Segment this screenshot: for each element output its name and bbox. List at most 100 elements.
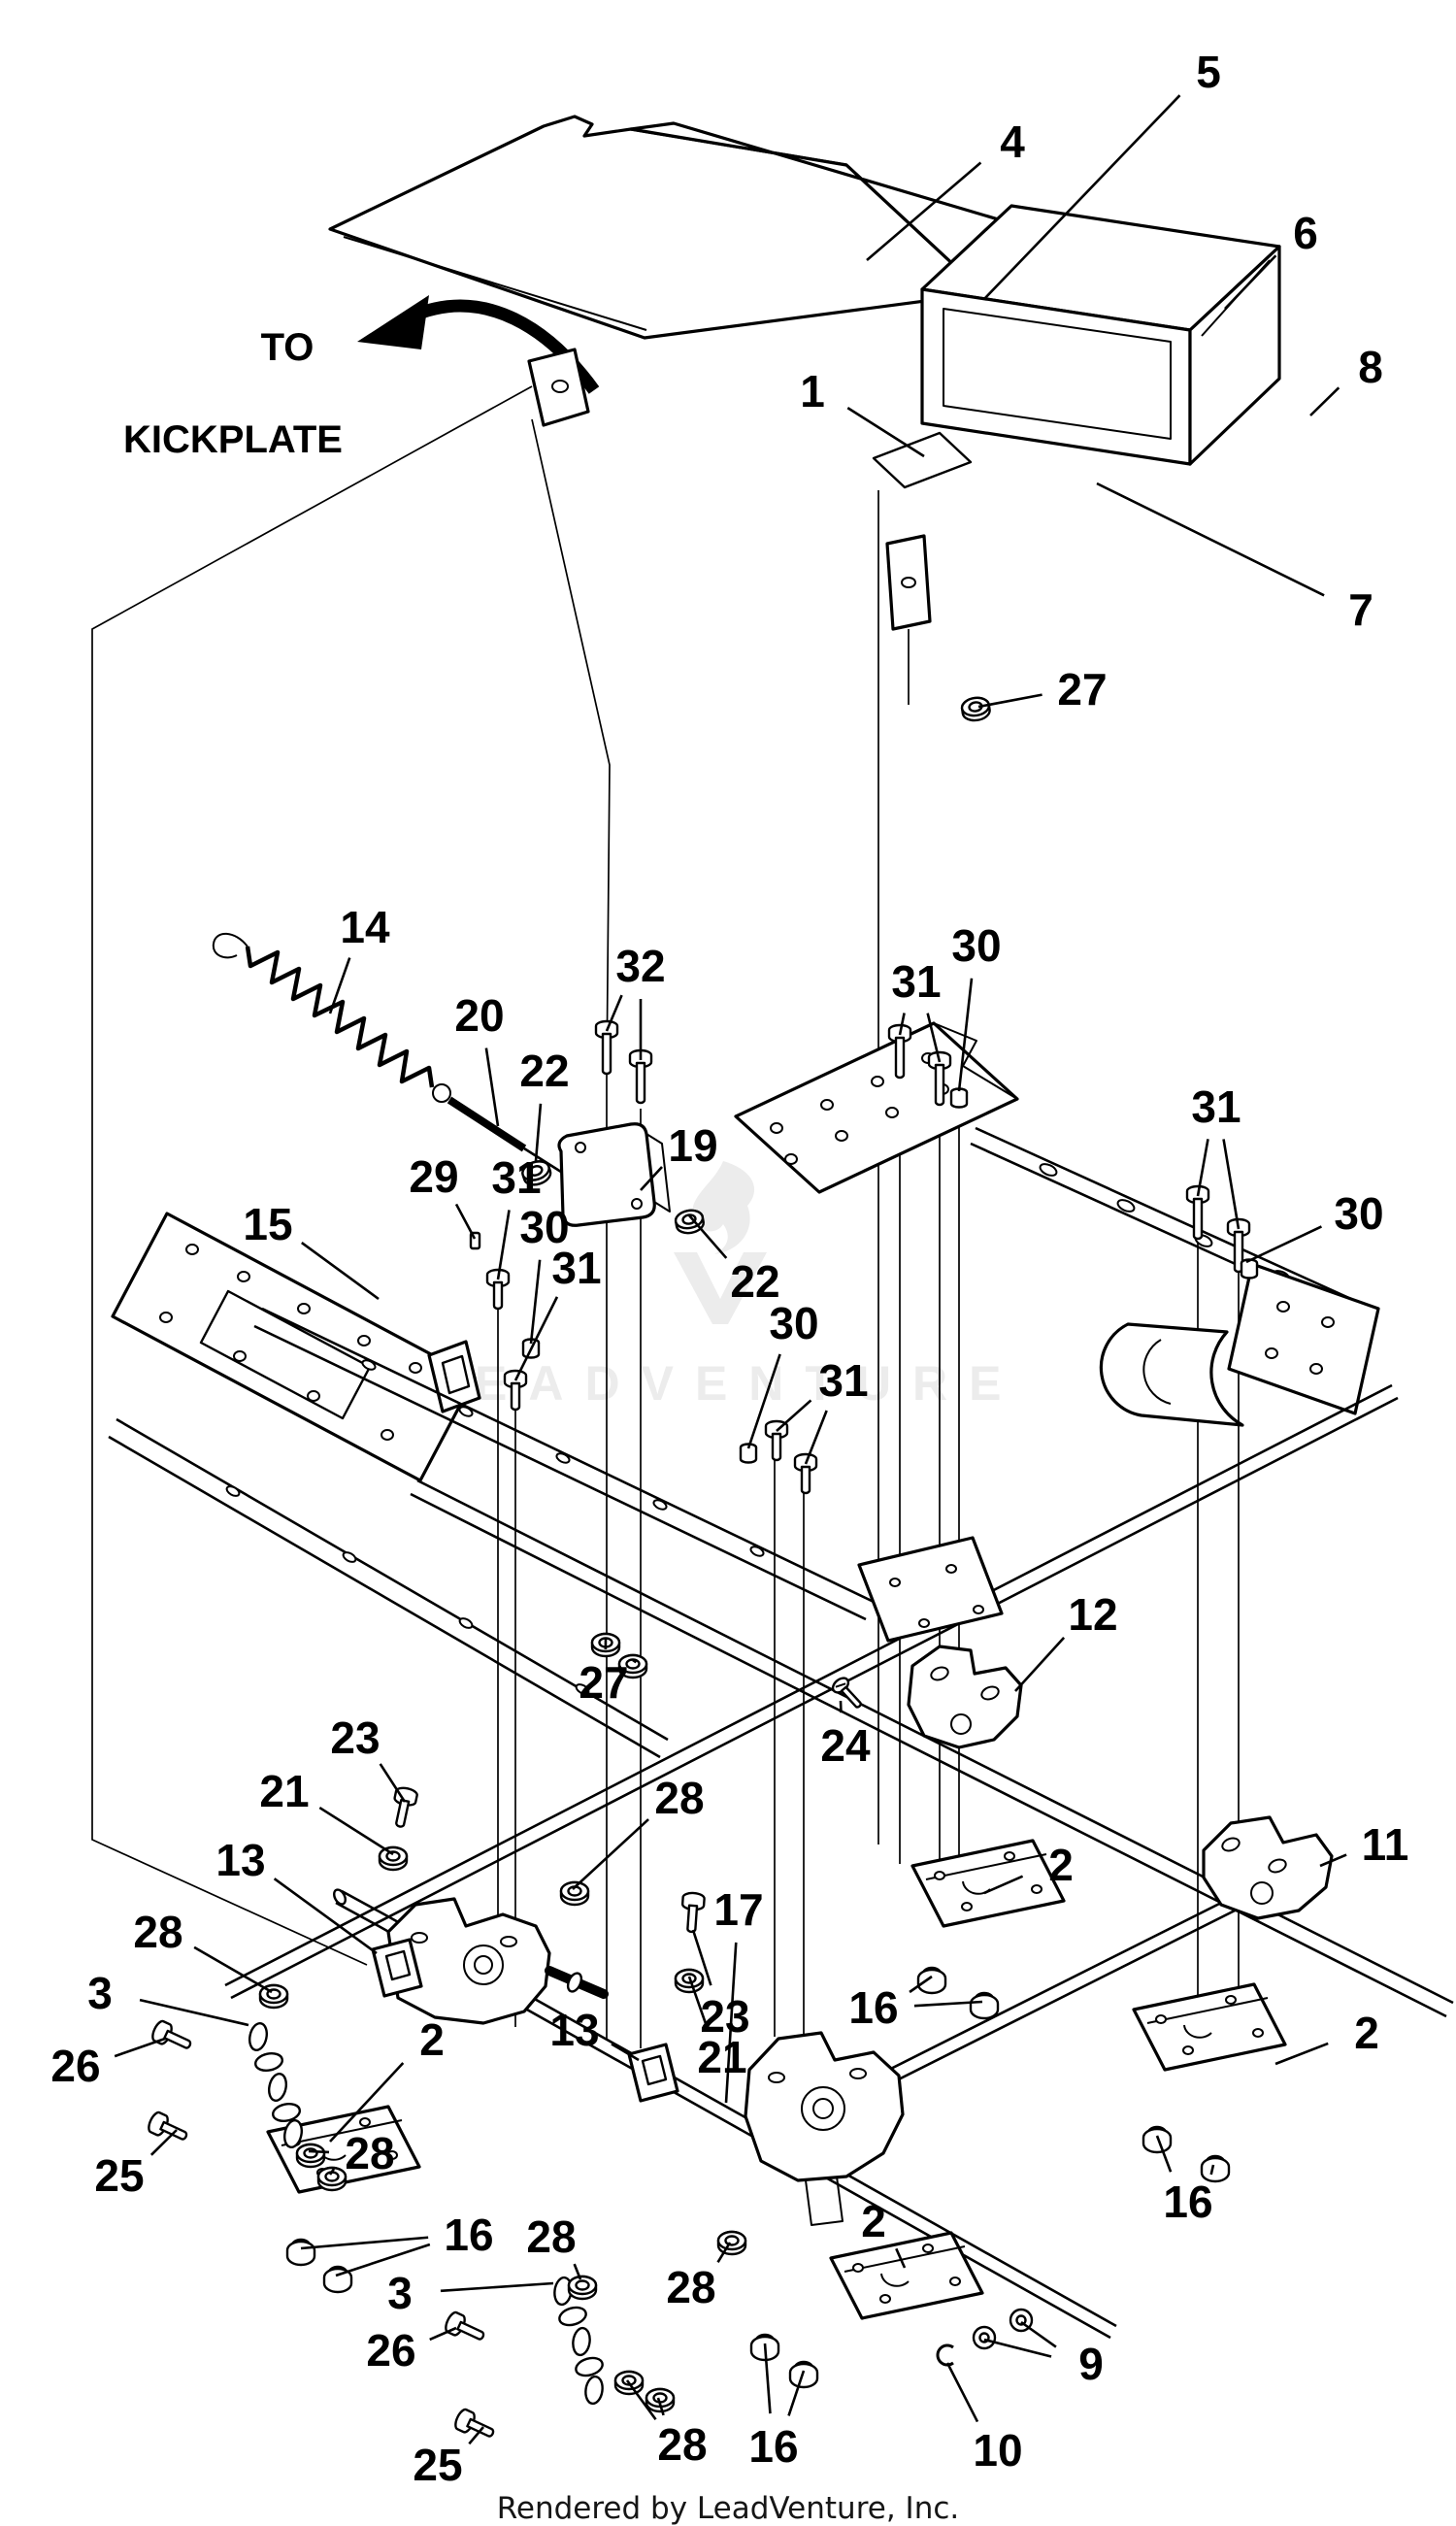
callout-28-43: 28 (345, 2128, 394, 2178)
lower-linkage-assembly (224, 1383, 1454, 2407)
part-11-bracket (1202, 1815, 1334, 1920)
callout-19-15: 19 (668, 1120, 717, 1171)
leader-line-31 (776, 1399, 812, 1432)
callout-30-22: 30 (769, 1298, 818, 1348)
callout-28-35: 28 (133, 1907, 182, 1957)
leader-line-28 (573, 2263, 582, 2280)
cross-rod-2 (224, 1383, 1399, 2000)
leader-line-2 (983, 1875, 1024, 1895)
leader-line-27 (977, 693, 1042, 709)
leader-line-22 (688, 1214, 728, 1259)
leader-line-16 (763, 2343, 772, 2414)
leader-line-2 (895, 2247, 907, 2269)
leader-line-9 (983, 2338, 1052, 2358)
callout-30-9: 30 (951, 920, 1001, 971)
callout-31-19: 31 (551, 1243, 601, 1293)
leader-line-26 (429, 2326, 457, 2342)
callout-16-55: 16 (748, 2421, 798, 2472)
leader-line-30 (1245, 1225, 1322, 1264)
part-17-rod (333, 1888, 1117, 2340)
callout-13-29: 13 (215, 1835, 265, 1885)
lift-frame-assembly (108, 932, 1380, 1759)
leader-line-6 (1224, 254, 1277, 310)
callout-7-5: 7 (1348, 584, 1373, 635)
watermark-flame-icon (692, 1161, 755, 1254)
callout-10-56: 10 (973, 2425, 1022, 2476)
callout-6-2: 6 (1293, 208, 1318, 258)
leader-line-28 (308, 2149, 330, 2154)
leader-line-26 (114, 2037, 166, 2058)
callout-2-44: 2 (1354, 2008, 1379, 2058)
part-16-capnut (969, 1991, 1000, 2020)
leader-line-3 (139, 1998, 249, 2027)
callout-21-40: 21 (697, 2032, 746, 2082)
callout-29-16: 29 (409, 1151, 458, 1202)
callout-26-37: 26 (50, 2041, 100, 2091)
leader-line-31 (513, 1296, 559, 1381)
part-21-nut (674, 1968, 705, 1994)
callout-17-33: 17 (713, 1884, 763, 1935)
callout-9-52: 9 (1078, 2339, 1104, 2389)
callout-25-53: 25 (413, 2440, 462, 2490)
leader-line-11 (1319, 1853, 1347, 1868)
leader-line-31 (926, 1013, 942, 1063)
callout-3-36: 3 (87, 1968, 113, 2018)
callout-3-49: 3 (387, 2268, 413, 2318)
top-cover-assembly (328, 115, 1281, 631)
callout-5-0: 5 (1196, 47, 1221, 97)
callout-2-42: 2 (419, 2014, 445, 2065)
callout-16-34: 16 (848, 1982, 898, 2033)
callout-16-46: 16 (444, 2210, 493, 2260)
part-31-bolt (764, 1419, 789, 1462)
part-28-nut (295, 2143, 326, 2169)
leader-line-25 (149, 2129, 178, 2156)
part-23-bolt (679, 1891, 707, 1934)
callout-16-45: 16 (1163, 2177, 1212, 2227)
callout-31-11: 31 (1191, 1081, 1241, 1132)
part-27-nut (959, 694, 993, 724)
callout-30-12: 30 (1334, 1188, 1383, 1239)
part-28-nut (716, 2230, 747, 2256)
frame-rail-mid (253, 1307, 875, 1621)
leader-line-31 (496, 1210, 511, 1280)
leader-line-19 (640, 1166, 663, 1191)
watermark-v-icon (674, 1252, 767, 1324)
callout-21-28: 21 (259, 1766, 309, 1816)
callout-2-31: 2 (1048, 1840, 1074, 1890)
leader-line-16 (300, 2236, 429, 2250)
leader-line-28 (716, 2242, 732, 2264)
leader-line-22 (534, 1103, 543, 1162)
leader-line-7 (1096, 482, 1325, 597)
part-25-bolt (145, 2109, 192, 2148)
callout-31-23: 31 (818, 1355, 868, 1406)
leader-line-4 (866, 161, 982, 261)
callout-8-3: 8 (1358, 342, 1383, 392)
leader-line-20 (484, 1047, 500, 1127)
spring-hook-left (212, 932, 248, 959)
leader-line-32 (605, 994, 623, 1032)
right-mount-plate (734, 1021, 1019, 1194)
callout-23-39: 23 (700, 1991, 749, 2042)
leader-line-31 (1196, 1139, 1209, 1197)
callout-14-7: 14 (340, 902, 390, 952)
callout-27-25: 27 (579, 1657, 628, 1708)
leader-line-13 (611, 2043, 640, 2062)
mid-mount-plate (857, 1536, 1004, 1643)
leader-line-30 (746, 1353, 781, 1449)
callout-13-41: 13 (549, 2005, 599, 2055)
part-26-bolt (149, 2017, 196, 2057)
pivot-bracket-right (744, 2031, 905, 2226)
part-28-nut (567, 2275, 598, 2301)
leader-line-27 (632, 1658, 638, 1664)
callout-11-32: 11 (1362, 1819, 1409, 1870)
part-19-bracket (557, 1122, 656, 1227)
part-10-ering (936, 2343, 954, 2367)
leader-line-16 (1155, 2135, 1173, 2173)
callout-22-14: 22 (519, 1046, 569, 1096)
leader-line-16 (335, 2243, 431, 2277)
callout-23-27: 23 (330, 1712, 380, 1763)
leader-line-31 (898, 1013, 906, 1036)
callout-4-1: 4 (1000, 116, 1025, 167)
leader-line-17 (724, 1942, 738, 2104)
